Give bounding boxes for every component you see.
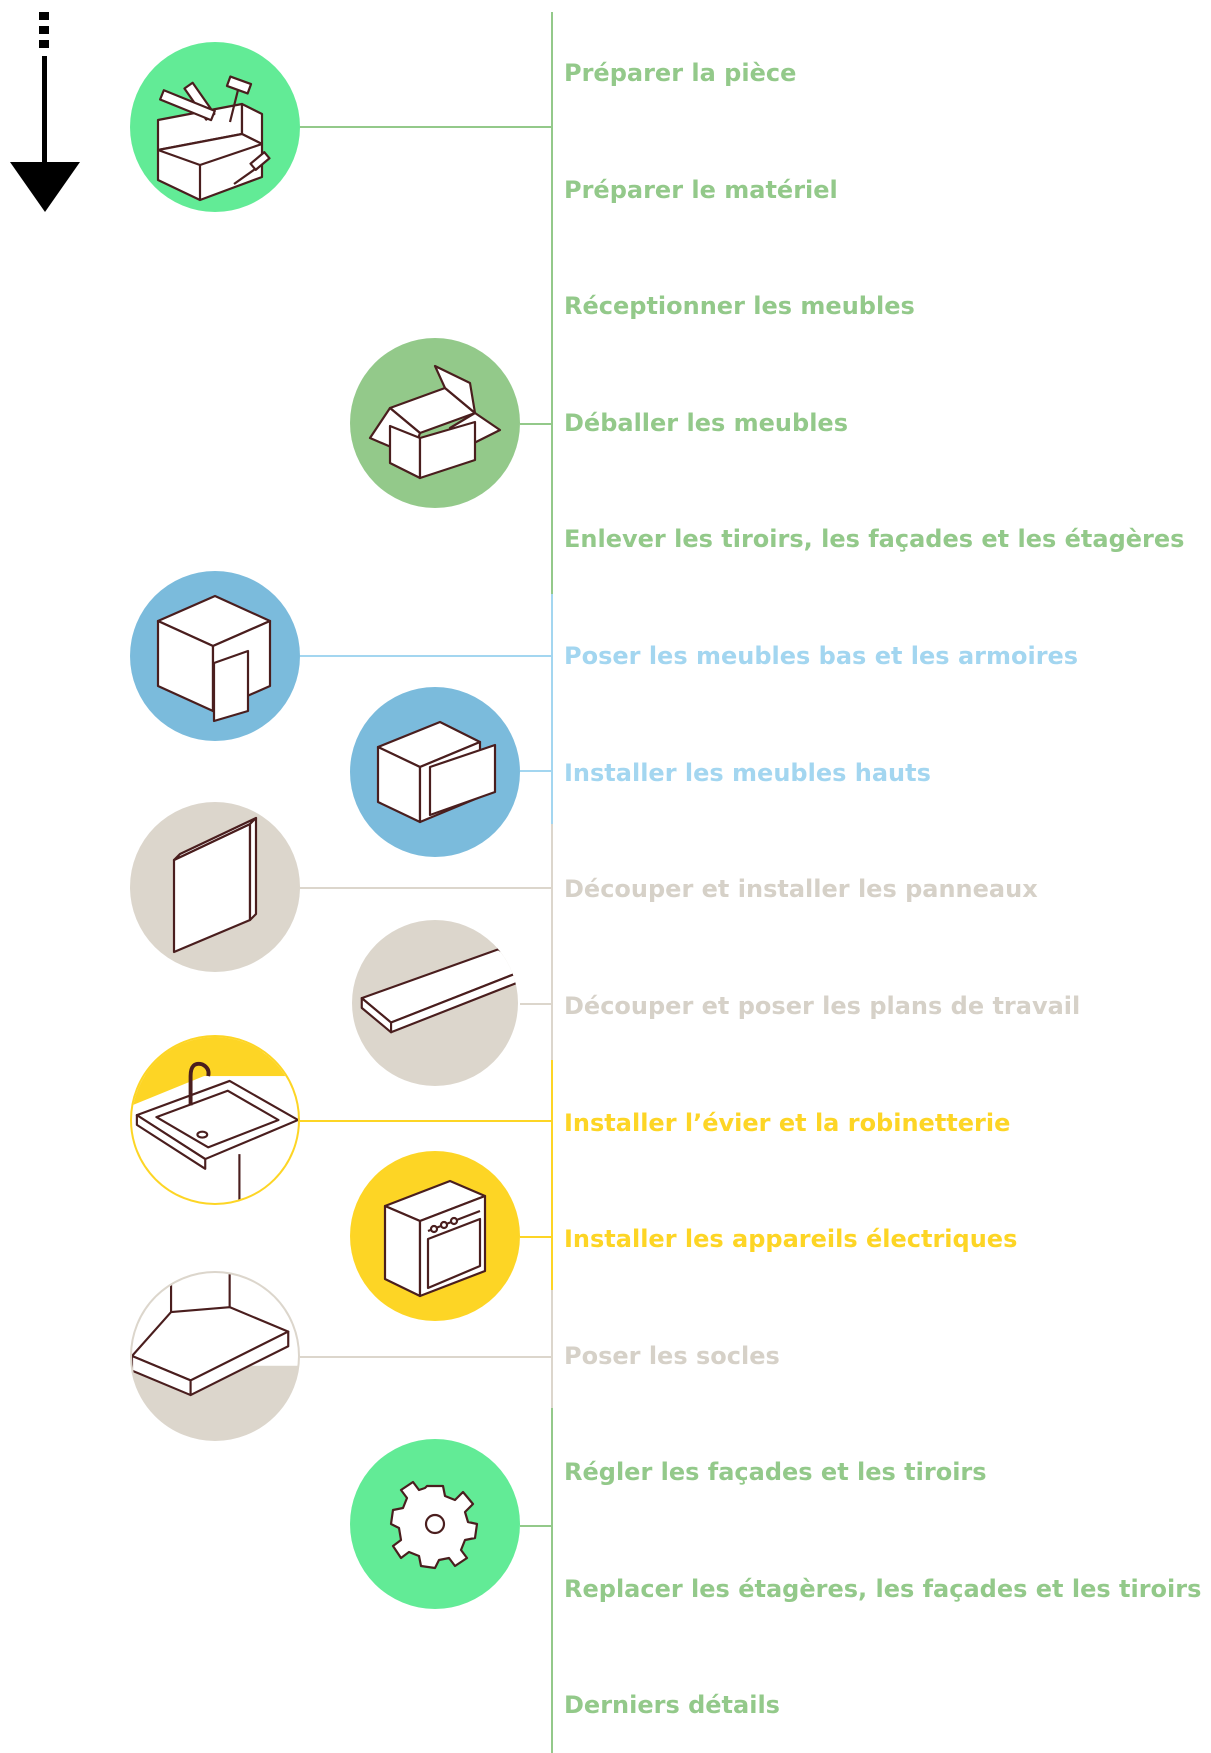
connector: [300, 887, 551, 889]
down-arrow-icon: [10, 12, 80, 212]
step-2: Préparer le matériel: [564, 176, 838, 204]
step-11: Installer les appareils électriques: [564, 1225, 1018, 1253]
step-7: Installer les meubles hauts: [564, 759, 931, 787]
connector: [520, 1003, 551, 1005]
step-3: Réceptionner les meubles: [564, 292, 915, 320]
worktop-icon: [350, 918, 520, 1088]
panel-icon: [130, 802, 300, 972]
plinth-icon: [130, 1271, 300, 1441]
connector: [300, 126, 551, 128]
step-14: Replacer les étagères, les façades et le…: [564, 1575, 1202, 1603]
connector: [300, 1356, 551, 1358]
timeline-line-yellow: [551, 1060, 553, 1290]
step-15: Derniers détails: [564, 1691, 780, 1719]
connector: [520, 1525, 551, 1527]
connector: [300, 655, 551, 657]
step-12: Poser les socles: [564, 1342, 780, 1370]
step-5: Enlever les tiroirs, les façades et les …: [564, 525, 1185, 553]
open-box-icon: [350, 338, 520, 508]
step-8: Découper et installer les panneaux: [564, 875, 1038, 903]
step-13: Régler les façades et les tiroirs: [564, 1458, 987, 1486]
timeline-line-beige: [551, 824, 553, 1060]
step-9: Découper et poser les plans de travail: [564, 992, 1081, 1020]
timeline-line-green: [551, 12, 553, 594]
toolbox-icon: [130, 42, 300, 212]
oven-icon: [350, 1151, 520, 1321]
timeline-line-blue: [551, 594, 553, 824]
gear-icon: [350, 1439, 520, 1609]
connector: [520, 1236, 551, 1238]
timeline-line-beige-2: [551, 1290, 553, 1408]
step-10: Installer l’évier et la robinetterie: [564, 1109, 1011, 1137]
step-1: Préparer la pièce: [564, 59, 797, 87]
base-cabinet-icon: [130, 571, 300, 741]
wall-cabinet-icon: [350, 687, 520, 857]
connector: [520, 770, 551, 772]
connector: [520, 423, 551, 425]
step-4: Déballer les meubles: [564, 409, 848, 437]
connector: [300, 1120, 551, 1122]
step-6: Poser les meubles bas et les armoires: [564, 642, 1079, 670]
timeline-line-green-2: [551, 1408, 553, 1753]
sink-faucet-icon: [130, 1035, 300, 1205]
